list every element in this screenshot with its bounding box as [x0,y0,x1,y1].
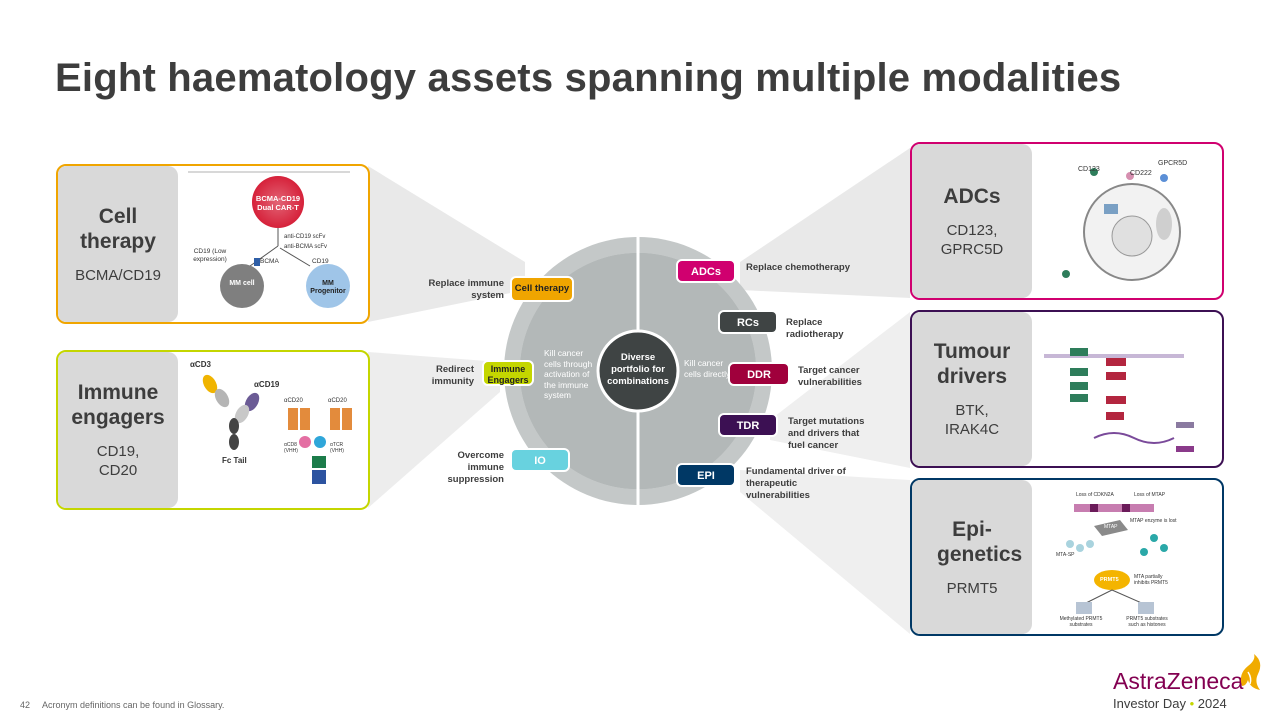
epi-mta-inhibits: MTA partially inhibits PRMT5 [1134,574,1168,586]
card-sub: BTK, IRAK4C [944,402,1000,438]
engager-acd20-a: αCD20 [284,398,303,404]
car-t-cd19-low: CD19 (Low expression) [193,248,227,263]
pill-io: IO [510,448,570,472]
car-t-anti-cd19: anti-CD19 scFv [284,234,326,240]
epi-methylated: Methylated PRMT5 substrates [1059,616,1103,628]
pill-tdr: TDR [718,413,778,437]
pill-ddr: DDR [728,362,790,386]
engager-acd3: αCD3 [190,360,211,369]
car-t-mm-cell: MM cell [229,280,255,287]
adc-figure: CD123 CD222 GPCR5D [1034,144,1222,298]
epi-figure: Loss of CDKN2A Loss of MTAP MTAP enzyme … [1034,480,1222,634]
brand-event: Investor Day • 2024 [1113,696,1227,711]
brand-dot: • [1189,696,1195,711]
adc-cd123: CD123 [1078,166,1100,173]
brand-name: AstraZeneca [1113,668,1244,694]
engager-figure: αCD3 αCD19 Fc Tail αCD20 αCD20 αCD8 (VHH… [180,352,368,508]
engager-acd19: αCD19 [254,380,280,389]
page-title: Eight haematology assets spanning multip… [55,56,1122,100]
epi-mtap: MTAP [1104,524,1118,530]
caption-rcs: Replace radiotherapy [786,317,844,340]
card-epigenetics: Epi-genetics PRMT5 Loss of CDKN2A Loss o… [910,478,1224,636]
card-immune-engagers: Immune engagers CD19, CD20 αCD3 αCD19 Fc… [56,350,370,510]
wheel-right-text: Kill cancer cells directly [684,358,731,379]
epi-loss-cdkn2a: Loss of CDKN2A [1076,492,1114,498]
epi-loss-mtap: Loss of MTAP [1134,492,1166,498]
car-t-anti-bcma: anti-BCMA scFv [284,244,328,250]
adc-gprc5d: GPCR5D [1158,160,1188,167]
card-heading: Cell therapy [80,204,156,253]
caption-cell-therapy: Replace immune system [428,278,505,301]
car-t-mm-progenitor: MM Progenitor [310,280,346,295]
page-number: 42 [20,700,31,710]
brand-event-name: Investor Day [1113,696,1186,711]
pill-cell-therapy: Cell therapy [510,276,574,302]
caption-io: Overcome immune suppression [447,450,505,485]
card-heading: Immune engagers [71,381,165,429]
car-t-center-label: BCMA-CD19 Dual CAR-T [255,194,301,212]
epi-prmt5: PRMT5 [1100,577,1119,583]
car-t-bcma: BCMA [260,258,279,265]
card-cell-therapy: Cell therapy BCMA/CD19 BCMA-CD19 Dual CA… [56,164,370,324]
caption-adcs: Replace chemotherapy [746,262,851,273]
pill-epi: EPI [676,463,736,487]
card-heading: Epi-genetics [937,517,1023,566]
card-adcs-label: ADCs CD123, GPRC5D [912,144,1032,298]
car-t-figure: BCMA-CD19 Dual CAR-T CD19 (Low expressio… [180,166,368,322]
pill-adcs: ADCs [676,259,736,283]
card-heading: Tumour drivers [933,340,1011,388]
card-sub: CD19, CD20 [96,443,140,479]
card-tumour-drivers-label: Tumour drivers BTK, IRAK4C [912,312,1032,466]
footer-note: Acronym definitions can be found in Glos… [42,700,225,710]
wheel-center-circle [596,329,680,413]
wheel-center-label: Diverse portfolio for combinations [607,352,669,387]
card-heading: ADCs [943,184,1001,208]
engager-atcr: αTCR (VHH) [330,442,344,454]
engager-acd8: αCD8 (VHH) [284,442,298,454]
caption-immune-engagers: Redirect immunity [431,364,474,387]
caption-epi: Fundamental driver of therapeutic vulner… [746,466,846,501]
card-sub: BCMA/CD19 [75,266,161,284]
astrazeneca-logo-icon [1240,654,1261,690]
tumour-driver-figure [1034,312,1222,466]
caption-tdr: Target mutations and drivers that fuel c… [788,416,865,451]
car-t-cd19: CD19 [312,258,329,265]
pill-immune-engagers: Immune Engagers [482,360,534,386]
card-immune-engagers-label: Immune engagers CD19, CD20 [58,352,178,508]
brand-year: 2024 [1197,696,1227,711]
epi-mtap-lost: MTAP enzyme is lost [1130,518,1177,524]
pill-rcs: RCs [718,310,778,334]
card-cell-therapy-label: Cell therapy BCMA/CD19 [58,166,178,322]
epi-substrates: PRMT5 substrates such as histones [1126,616,1168,628]
card-epigenetics-label: Epi-genetics PRMT5 [912,480,1032,634]
adc-cd222: CD222 [1130,170,1152,177]
engager-fc-tail: Fc Tail [222,456,247,465]
card-adcs: ADCs CD123, GPRC5D CD123 CD222 GPCR5D [910,142,1224,300]
card-sub: PRMT5 [946,579,998,597]
caption-ddr: Target cancer vulnerabilities [798,365,862,388]
card-sub: CD123, GPRC5D [940,221,1004,258]
engager-acd20-b: αCD20 [328,398,347,404]
card-tumour-drivers: Tumour drivers BTK, IRAK4C [910,310,1224,468]
epi-mta: MTA-SP [1056,552,1075,558]
wheel-left-text: Kill cancer cells through activation of … [544,348,593,400]
